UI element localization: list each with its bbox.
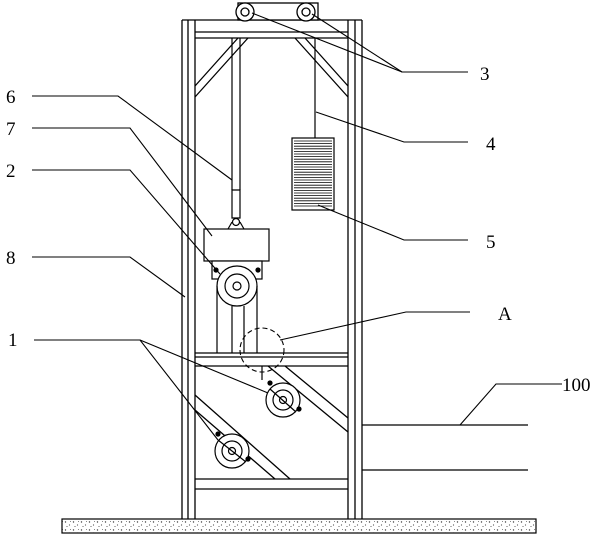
label-7: 7 [6, 119, 16, 140]
label-8: 8 [6, 248, 16, 269]
output-lines [362, 424, 528, 471]
moving-pulley [211, 260, 263, 353]
label-100: 100 [562, 375, 591, 396]
top-pulleys [235, 2, 319, 22]
leader-lines [32, 12, 562, 441]
label-2: 2 [6, 161, 16, 182]
lower-pulley-lower [214, 431, 251, 469]
callout-labels: 3 4 5 6 7 2 8 A 1 100 [6, 64, 591, 396]
frame [181, 19, 363, 519]
cables [231, 38, 316, 190]
lower-pulley-upper [261, 366, 302, 418]
label-4: 4 [486, 134, 496, 155]
label-5: 5 [486, 232, 496, 253]
label-3: 3 [480, 64, 490, 85]
label-6: 6 [6, 87, 16, 108]
hoist-block [203, 189, 270, 262]
label-1: 1 [8, 330, 18, 351]
label-a: A [498, 304, 512, 325]
ground [61, 518, 537, 534]
counterweight [291, 137, 335, 211]
